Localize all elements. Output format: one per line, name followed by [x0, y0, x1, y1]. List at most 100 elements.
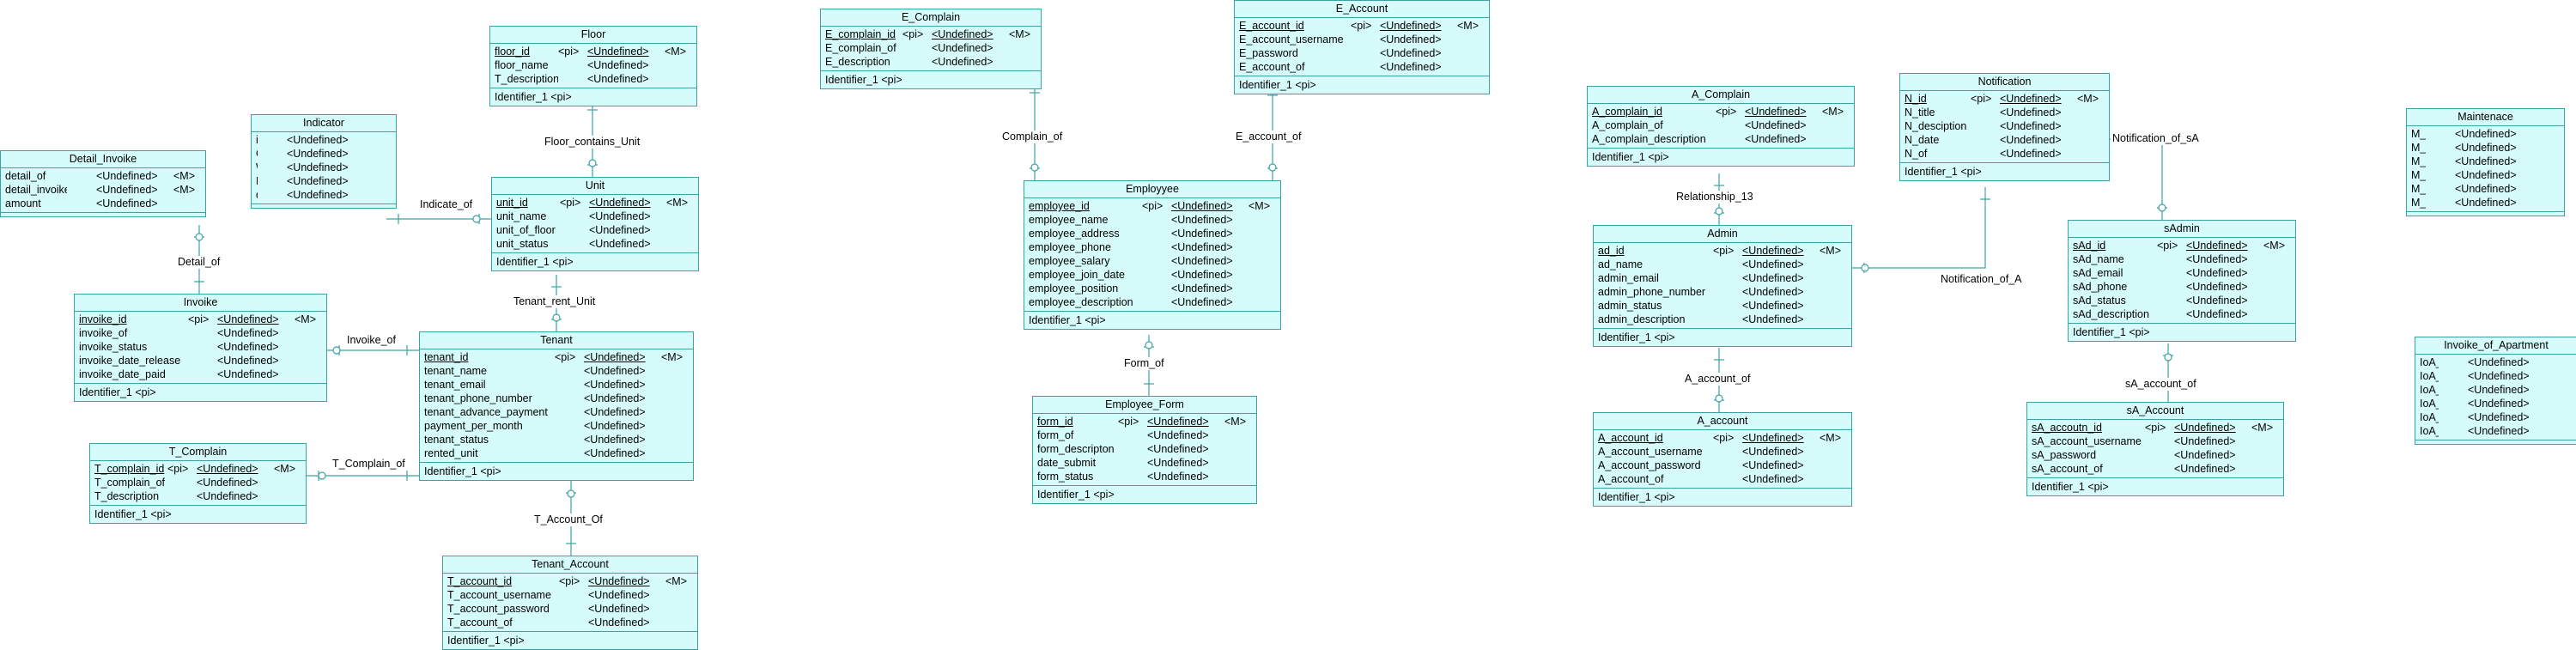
relationship-label-e_account_of[interactable]: E_account_of [1234, 131, 1303, 143]
attribute-pi [1971, 147, 2000, 161]
attribute-pi [67, 169, 96, 183]
entity-attribute: tenant_phone_number<Undefined> [424, 392, 689, 405]
attribute-mandatory [1224, 456, 1252, 470]
attribute-pi: <pi> [2157, 240, 2178, 252]
relationship-label-relationship_13[interactable]: Relationship_13 [1674, 191, 1755, 204]
attribute-mandatory [274, 489, 301, 503]
entity-attribute: payment_per_month<Undefined> [424, 419, 689, 433]
attribute-name: date_submit [1037, 457, 1097, 469]
relationship-label-complain_of[interactable]: Complain_of [1000, 131, 1065, 143]
relationship-label-sa_account_of[interactable]: sA_account_of [2123, 378, 2198, 391]
attribute-name: T_account_id [447, 575, 513, 587]
attribute-pi [67, 183, 96, 197]
entity-invoike_of_apartment[interactable]: Invoike_of_ApartmentIoA_id<Undefined>IoA… [2415, 337, 2576, 445]
attribute-name: employee_phone [1029, 241, 1111, 253]
relationship-label-notification_of_a[interactable]: Notification_of_A [1939, 273, 2024, 286]
attribute-mandatory [364, 161, 392, 174]
entity-attribute: T_account_of<Undefined> [447, 616, 693, 629]
attribute-name: N_date [1905, 134, 1940, 146]
attribute-name: N_desciption [1905, 120, 1967, 132]
entity-indicator[interactable]: Indicatorindicator_of<Undefined>Gas<Unde… [251, 114, 397, 209]
attribute-name: IoA_description [2420, 425, 2439, 437]
entity-attribute: IoA_description<Undefined> [2420, 424, 2573, 438]
attribute-mandatory: <M> [2251, 422, 2274, 434]
entity-attribute: invoike_id<pi><Undefined><M> [79, 313, 322, 326]
attribute-pi [2439, 355, 2468, 369]
attribute-type: <Undefined> [2455, 128, 2517, 140]
entity-attribute: employee_address<Undefined> [1029, 227, 1276, 240]
entity-identifiers: Identifier_1 <pi> [443, 632, 697, 649]
attribute-type: <Undefined> [1742, 245, 1804, 257]
attribute-mandatory [2532, 168, 2560, 182]
entity-identifiers [2415, 440, 2576, 444]
relationship-label-form_of[interactable]: Form_of [1122, 357, 1166, 370]
entity-attribute: IoA_status<Undefined> [2420, 410, 2573, 424]
attribute-mandatory [295, 326, 322, 340]
relationship-label-notification_of_sa[interactable]: Notification_of_sA [2111, 132, 2201, 145]
attribute-mandatory [2545, 397, 2573, 410]
relationship-label-indicate_of[interactable]: Indicate_of [418, 198, 475, 211]
entity-attributes: A_complain_id<pi><Undefined><M>A_complai… [1588, 104, 1854, 149]
attribute-pi [2426, 155, 2455, 168]
attribute-name: admin_status [1598, 300, 1662, 312]
attribute-type: <Undefined> [588, 617, 650, 629]
entity-attribute: N_date<Undefined> [1905, 133, 2105, 147]
attribute-type: <Undefined> [197, 490, 258, 502]
relationship-label-invoike_of[interactable]: Invoike_of [345, 334, 398, 347]
entity-attributes: M_id<Undefined>M_title<Undefined>M_date<… [2407, 126, 2564, 212]
attribute-mandatory: <M> [2263, 240, 2286, 252]
attribute-pi: <pi> [188, 313, 210, 325]
optionality-circle [332, 346, 341, 355]
entity-attribute: amount<Undefined> [5, 197, 201, 210]
attribute-pi [188, 326, 217, 340]
attribute-type: <Undefined> [1380, 20, 1442, 32]
relationship-label-floor_contains_unit[interactable]: Floor_contains_Unit [543, 136, 642, 149]
attribute-name: form_status [1037, 471, 1094, 483]
attribute-name: IoA_id [2420, 356, 2439, 368]
attribute-type: <Undefined> [1742, 300, 1804, 312]
relationship-label-t_account_of[interactable]: T_Account_Of [532, 513, 605, 526]
relationship-label-a_account_of[interactable]: A_account_of [1683, 373, 1753, 386]
attribute-name: M_status [2411, 183, 2426, 195]
attribute-pi [559, 602, 588, 616]
attribute-name: detail_of [5, 170, 46, 182]
entity-identifiers: Identifier_1 <pi> [75, 384, 326, 401]
relationship-label-detail_of[interactable]: Detail_of [176, 256, 222, 269]
attribute-pi [1142, 282, 1171, 295]
relationship-label-t_complain_of[interactable]: T_Complain_of [331, 458, 407, 471]
entity-attribute: tenant_name<Undefined> [424, 364, 689, 378]
attribute-pi [2439, 383, 2468, 397]
attribute-pi [558, 72, 587, 86]
attribute-name: M_amount [2411, 169, 2426, 181]
entity-maintenace[interactable]: MaintenaceM_id<Undefined>M_title<Undefin… [2406, 108, 2565, 216]
attribute-name: E_description [825, 56, 890, 68]
relationship-label-tenant_rent_unit[interactable]: Tenant_rent_Unit [512, 295, 598, 308]
entity-title: Invoike [75, 295, 326, 312]
entity-attribute: T_complain_id<pi><Undefined><M> [94, 462, 301, 476]
attribute-name: A_account_password [1598, 459, 1701, 471]
attribute-type: <Undefined> [1171, 214, 1233, 226]
attribute-mandatory [1820, 299, 1847, 313]
entity-title: Invoike_of_Apartment [2415, 337, 2576, 355]
entity-attribute: form_id<pi><Undefined><M> [1037, 415, 1252, 428]
entity-attribute: A_complain_of<Undefined> [1592, 118, 1850, 132]
entity-attribute: tenant_status<Undefined> [424, 433, 689, 446]
entity-attribute: admin_description<Undefined> [1598, 313, 1847, 326]
